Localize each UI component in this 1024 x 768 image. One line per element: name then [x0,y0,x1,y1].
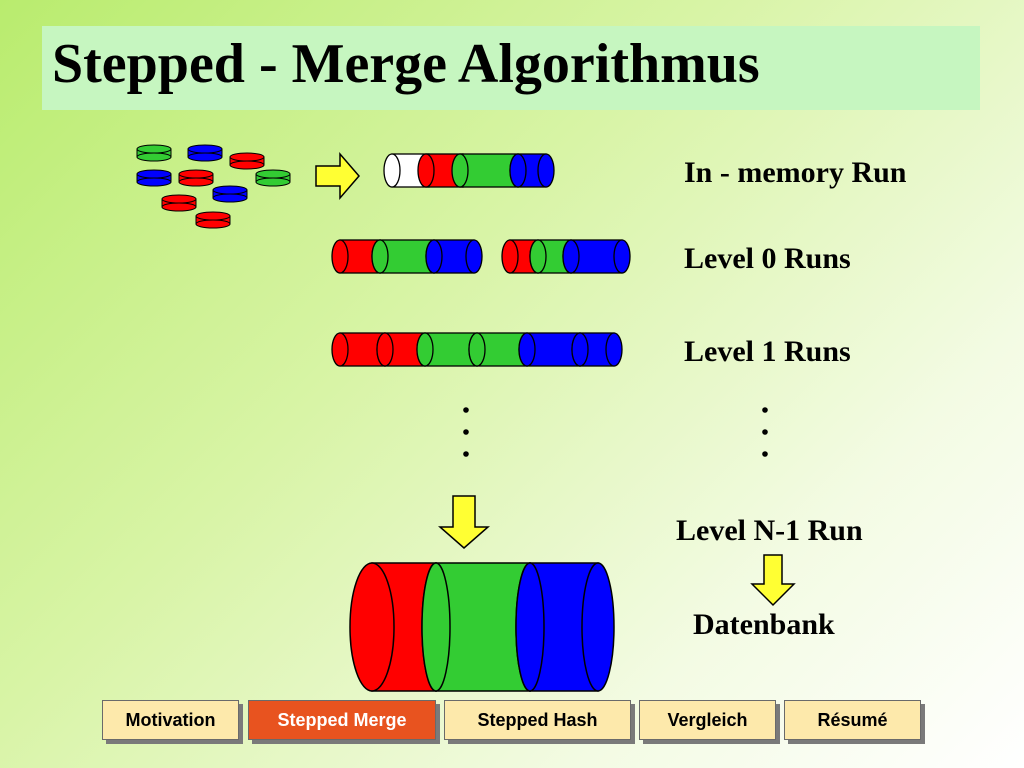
arrow-down-small-icon [750,554,796,607]
record-green-1 [136,144,172,162]
level0-run-cylinder-2 [501,239,631,274]
record-blue-3 [212,185,248,203]
nav-button-motivation[interactable]: Motivation [102,700,239,740]
ellipsis-dots-left [463,407,469,457]
database-label: Datenbank [693,608,835,641]
slide-title: Stepped - Merge Algorithmus [52,33,760,95]
nav-button-stepped-hash[interactable]: Stepped Hash [444,700,631,740]
nav-button-resume[interactable]: Résumé [784,700,921,740]
record-blue-1 [187,144,223,162]
record-green-2 [255,169,291,187]
level1-run-cylinder [331,332,623,367]
level0-run-cylinder-1 [331,239,483,274]
level-n1-run-cylinder [349,562,615,692]
title-bar [42,26,980,110]
in-memory-run-cylinder [383,153,555,188]
arrow-right-icon [315,151,360,201]
nav-button-vergleich[interactable]: Vergleich [639,700,776,740]
level-n1-run-label: Level N-1 Run [676,514,863,547]
record-blue-2 [136,169,172,187]
level0-runs-label: Level 0 Runs [684,242,851,275]
scattered-records [136,144,291,229]
record-red-3 [161,194,197,212]
level1-runs-label: Level 1 Runs [684,335,851,368]
record-red-4 [195,211,231,229]
record-red-1 [229,152,265,170]
nav-button-stepped-merge[interactable]: Stepped Merge [248,700,436,740]
record-red-2 [178,169,214,187]
ellipsis-dots-right [762,407,768,457]
arrow-down-icon [438,495,490,549]
in-memory-run-label: In - memory Run [684,156,907,189]
